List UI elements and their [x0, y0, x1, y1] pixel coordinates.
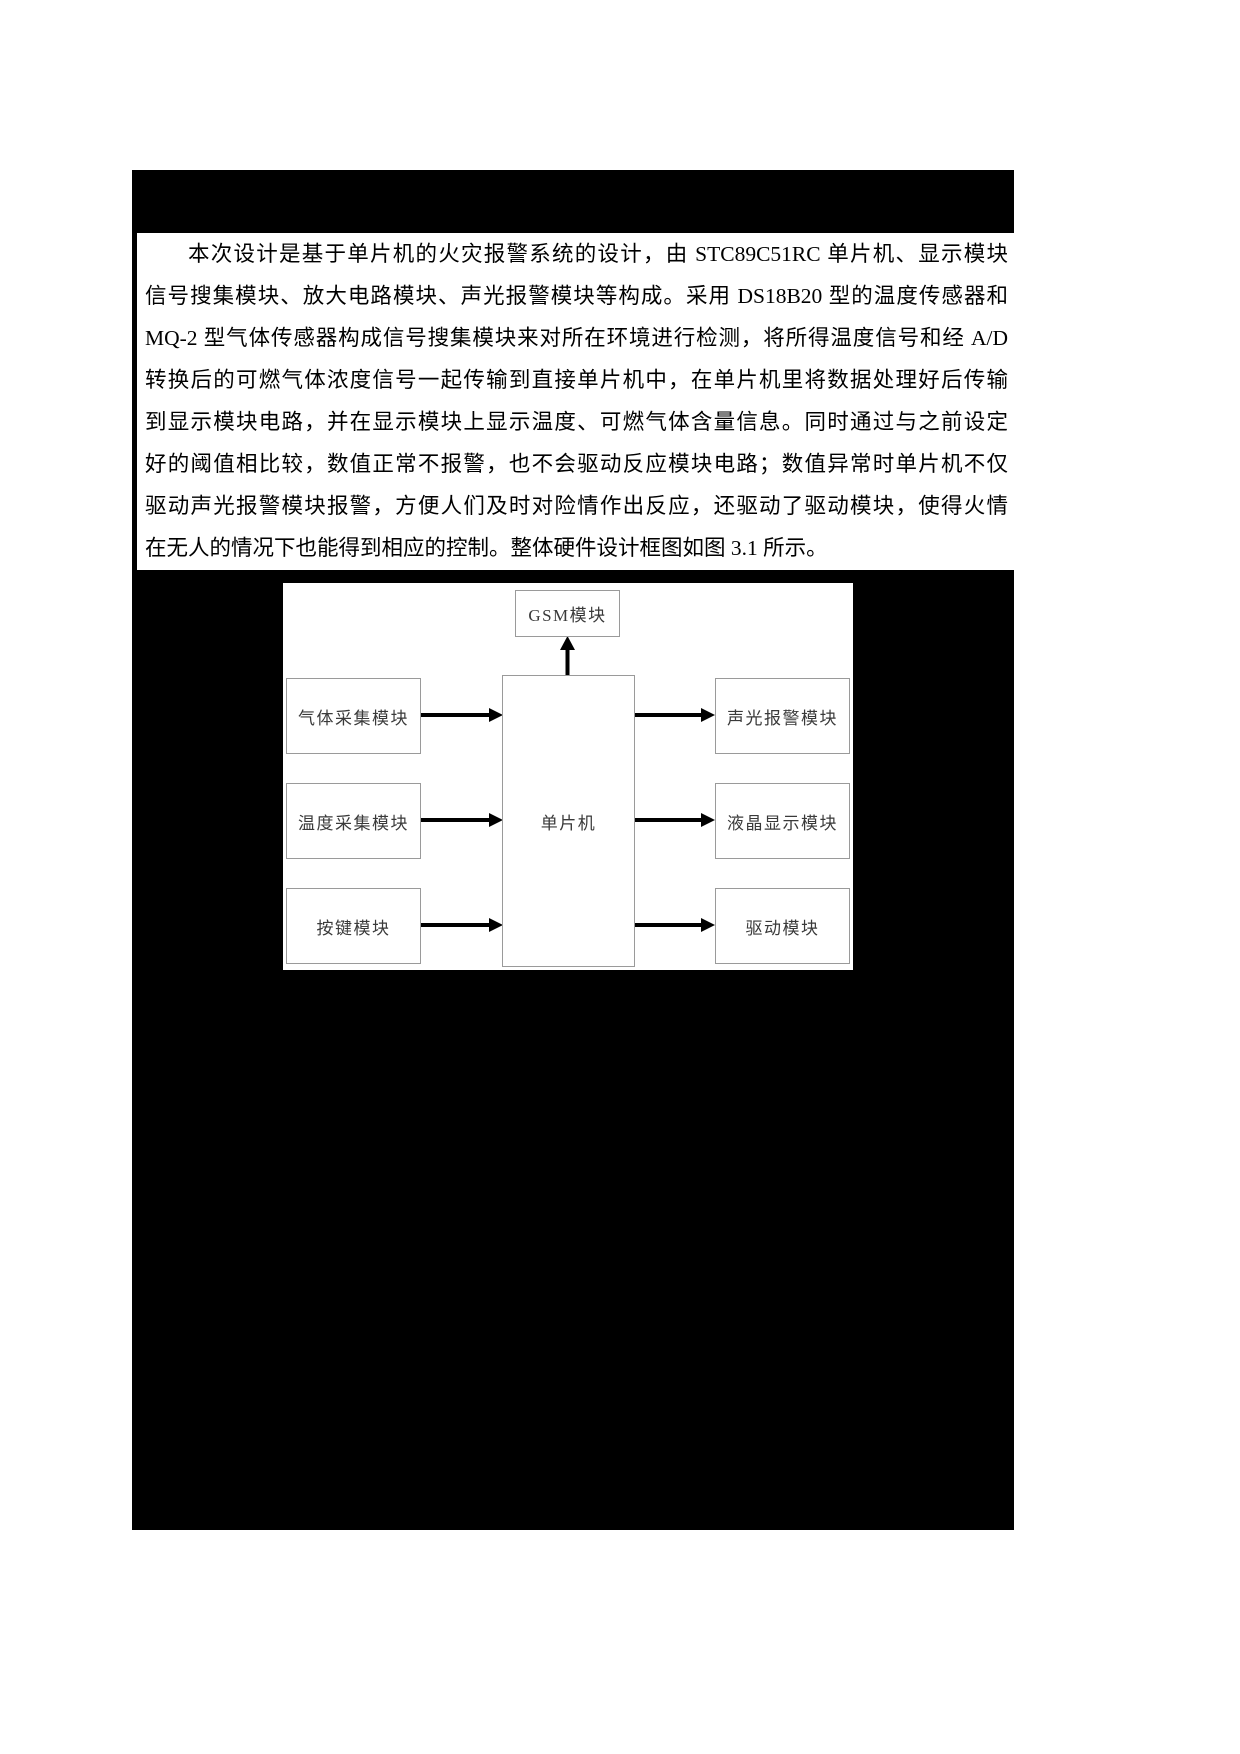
- paragraph-line: 驱动声光报警模块报警，方便人们及时对险情作出反应，还驱动了驱动模块，使得火情: [145, 494, 1008, 518]
- paragraph-line: 好的阈值相比较，数值正常不报警，也不会驱动反应模块电路；数值异常时单片机不仅: [145, 452, 1008, 476]
- diagram-box-driver: 驱动模块: [715, 888, 850, 964]
- arrow-mcu-to-alarm: [635, 708, 715, 722]
- diagram-box-gas-collection: 气体采集模块: [286, 678, 421, 754]
- arrow-mcu-to-driver: [635, 918, 715, 932]
- arrow-keys-to-mcu: [421, 918, 503, 932]
- diagram-box-sound-light-alarm: 声光报警模块: [715, 678, 850, 754]
- paragraph-line: 在无人的情况下也能得到相应的控制。整体硬件设计框图如图 3.1 所示。: [145, 536, 828, 560]
- hardware-block-diagram: GSM模块 单片机 气体采集模块 温度采集模块 按键模块 声光报警模块 液晶显示…: [283, 583, 853, 970]
- arrow-mcu-to-lcd: [635, 813, 715, 827]
- paragraph-panel: 本次设计是基于单片机的火灾报警系统的设计，由 STC89C51RC 单片机、显示…: [137, 233, 1014, 570]
- diagram-box-temperature-collection: 温度采集模块: [286, 783, 421, 859]
- paragraph-line: 转换后的可燃气体浓度信号一起传输到直接单片机中，在单片机里将数据处理好后传输: [145, 368, 1008, 392]
- paragraph-line: 信号搜集模块、放大电路模块、声光报警模块等构成。采用 DS18B20 型的温度传…: [145, 284, 1008, 308]
- arrow-gas-to-mcu: [421, 708, 503, 722]
- diagram-box-mcu: 单片机: [502, 675, 635, 967]
- diagram-box-gsm: GSM模块: [515, 590, 620, 637]
- content-panel: 本次设计是基于单片机的火灾报警系统的设计，由 STC89C51RC 单片机、显示…: [132, 170, 1014, 1530]
- paragraph-line: MQ-2 型气体传感器构成信号搜集模块来对所在环境进行检测，将所得温度信号和经 …: [145, 326, 1008, 350]
- arrow-mcu-to-gsm: [560, 636, 575, 675]
- diagram-box-keypad: 按键模块: [286, 888, 421, 964]
- diagram-box-lcd-display: 液晶显示模块: [715, 783, 850, 859]
- paragraph-line: 本次设计是基于单片机的火灾报警系统的设计，由 STC89C51RC 单片机、显示…: [188, 242, 1008, 266]
- arrow-temp-to-mcu: [421, 813, 503, 827]
- paragraph-line: 到显示模块电路，并在显示模块上显示温度、可燃气体含量信息。同时通过与之前设定: [145, 410, 1008, 434]
